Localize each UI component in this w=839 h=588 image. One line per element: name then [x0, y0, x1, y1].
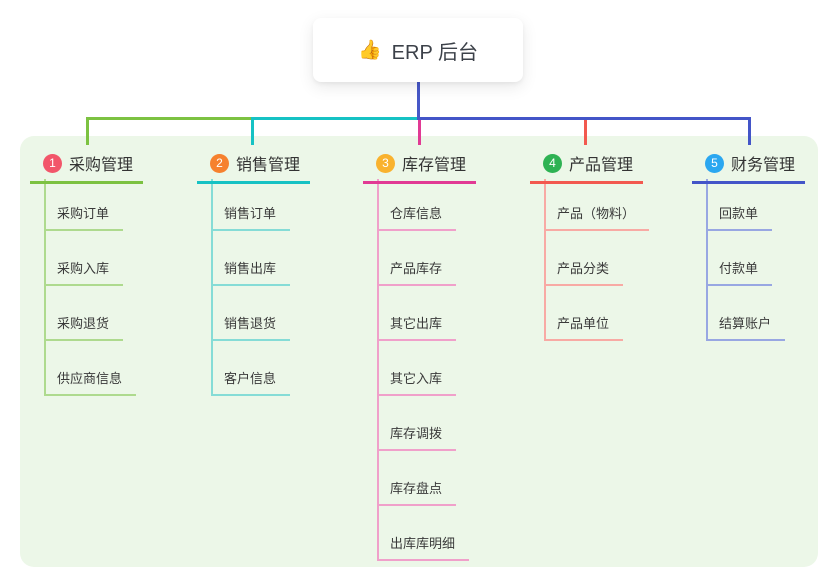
- branch-topic-1[interactable]: 1 采购管理: [30, 150, 144, 184]
- child-node[interactable]: 销售退货: [211, 314, 291, 341]
- branch-edge-drop: [251, 117, 254, 145]
- branch-topic-4[interactable]: 4 产品管理: [530, 150, 644, 184]
- child-node[interactable]: 供应商信息: [44, 369, 137, 396]
- child-node[interactable]: 其它入库: [377, 369, 457, 396]
- child-node[interactable]: 库存盘点: [377, 479, 457, 506]
- branch-edge-drop: [584, 117, 587, 145]
- branch-edge-horizontal: [251, 117, 420, 120]
- child-node[interactable]: 出库库明细: [377, 534, 470, 561]
- branch-topic-3[interactable]: 3 库存管理: [363, 150, 477, 184]
- branch-topic-label: 库存管理: [402, 157, 467, 174]
- branch-child-spine: [706, 179, 708, 341]
- child-node[interactable]: 其它出库: [377, 314, 457, 341]
- branch-topic-label: 产品管理: [569, 157, 634, 174]
- thumbs-up-icon: 👍: [358, 39, 382, 61]
- mindmap-green-panel: [20, 136, 818, 567]
- branch-child-spine: [377, 179, 379, 561]
- root-stem: [417, 82, 420, 120]
- child-node[interactable]: 采购退货: [44, 314, 124, 341]
- branch-child-spine: [544, 179, 546, 341]
- child-node[interactable]: 客户信息: [211, 369, 291, 396]
- child-node[interactable]: 付款单: [706, 259, 773, 286]
- child-node[interactable]: 产品库存: [377, 259, 457, 286]
- branch-topic-label: 销售管理: [236, 157, 301, 174]
- branch-number-badge: 1: [43, 153, 62, 173]
- branch-edge-drop: [418, 117, 421, 145]
- branch-topic-5[interactable]: 5 财务管理: [692, 150, 806, 184]
- child-node[interactable]: 库存调拨: [377, 424, 457, 451]
- branch-number-badge: 4: [543, 153, 562, 173]
- branch-edge-drop: [748, 117, 751, 145]
- root-node-erp[interactable]: 👍 ERP 后台: [313, 18, 523, 82]
- root-node-label: ERP 后台: [391, 41, 478, 64]
- child-node[interactable]: 产品单位: [544, 314, 624, 341]
- child-node[interactable]: 产品（物料）: [544, 204, 650, 231]
- branch-number-badge: 5: [705, 153, 724, 173]
- child-node[interactable]: 结算账户: [706, 314, 786, 341]
- child-node[interactable]: 销售订单: [211, 204, 291, 231]
- branch-child-spine: [211, 179, 213, 396]
- branch-topic-label: 采购管理: [69, 157, 134, 174]
- branch-number-badge: 2: [210, 153, 229, 173]
- branch-topic-2[interactable]: 2 销售管理: [197, 150, 311, 184]
- child-node[interactable]: 回款单: [706, 204, 773, 231]
- child-node[interactable]: 产品分类: [544, 259, 624, 286]
- branch-topic-label: 财务管理: [731, 157, 796, 174]
- child-node[interactable]: 仓库信息: [377, 204, 457, 231]
- child-node[interactable]: 采购入库: [44, 259, 124, 286]
- branch-edge-drop: [86, 117, 89, 145]
- branch-child-spine: [44, 179, 46, 396]
- child-node[interactable]: 销售出库: [211, 259, 291, 286]
- child-node[interactable]: 采购订单: [44, 204, 124, 231]
- branch-number-badge: 3: [376, 153, 395, 173]
- branch-edge-horizontal: [417, 117, 751, 120]
